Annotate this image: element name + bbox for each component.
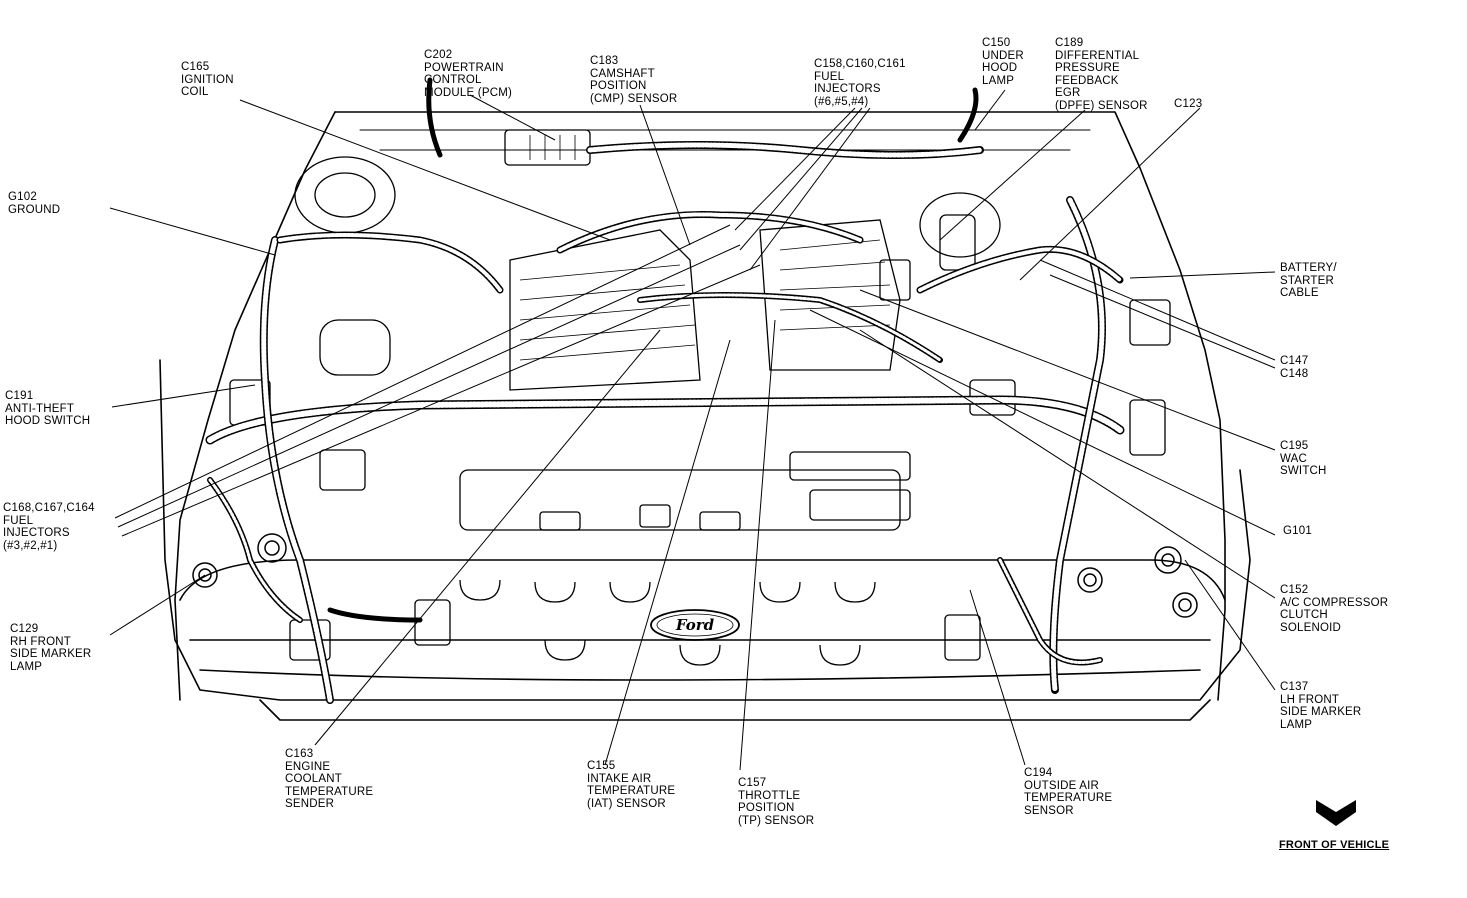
ford-emblem: Ford bbox=[650, 609, 740, 641]
front-of-vehicle-label: FRONT OF VEHICLE bbox=[1279, 839, 1390, 851]
emblem-text: Ford bbox=[675, 616, 715, 634]
label-c123: C123 bbox=[1174, 98, 1203, 110]
grille-openings bbox=[459, 451, 911, 666]
headlamps bbox=[192, 533, 1198, 618]
engine-components bbox=[229, 129, 1171, 661]
label-g101: G101 bbox=[1283, 525, 1312, 537]
front-arrow-icon bbox=[1316, 800, 1356, 826]
leader-lines bbox=[109, 89, 1276, 771]
